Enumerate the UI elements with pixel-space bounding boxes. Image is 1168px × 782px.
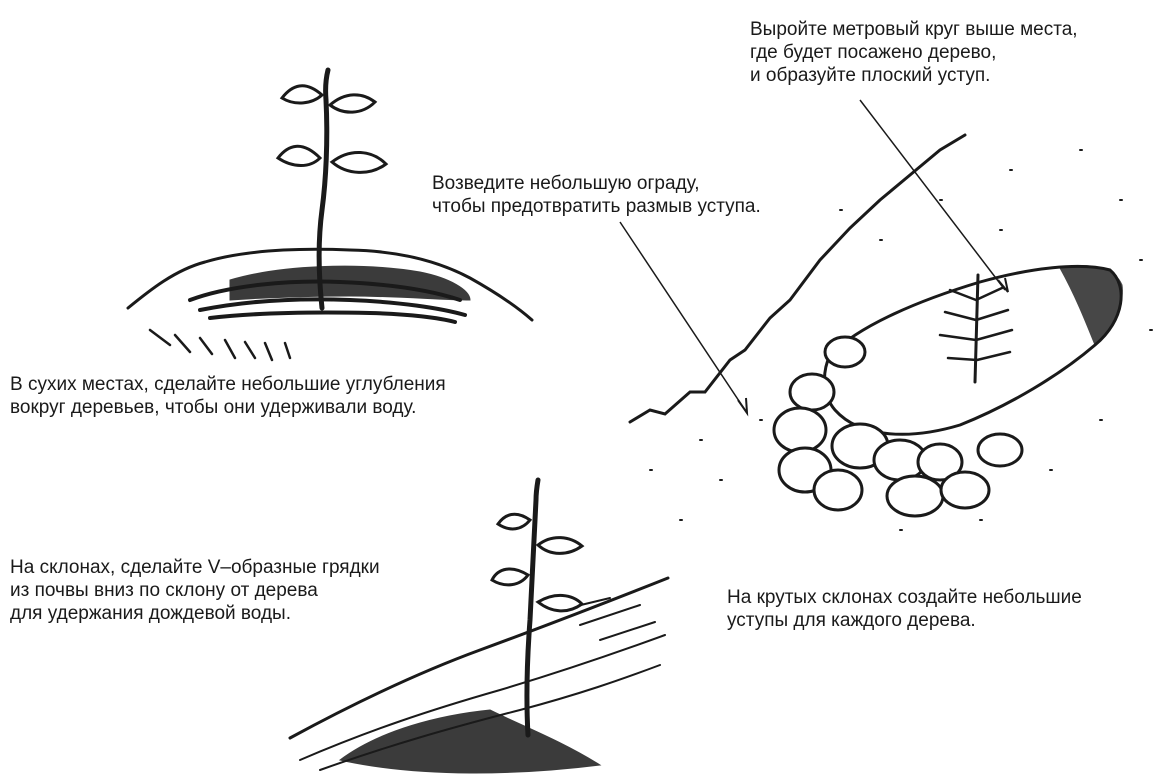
seedling-leaf	[538, 538, 582, 554]
seedling-leaf	[492, 569, 528, 585]
terrace-illustration	[630, 135, 1152, 530]
seedling-leaf	[498, 514, 530, 529]
seedling-leaf	[278, 146, 320, 165]
slope-seedling-illustration	[290, 480, 668, 773]
basin-dark-fill	[230, 266, 470, 300]
pointer-small-wall	[620, 222, 745, 410]
seedling-leaf	[282, 86, 322, 103]
seedling-leaf	[330, 95, 375, 112]
v-bed-dark	[340, 710, 600, 773]
basin-front-strokes	[150, 330, 290, 360]
pointer-terrace-circle	[860, 100, 1005, 290]
pointer-arrowhead	[738, 398, 747, 413]
seedling-leaf	[332, 152, 386, 172]
seedling-leaf	[538, 595, 582, 610]
basin-seedling-illustration	[128, 70, 532, 360]
